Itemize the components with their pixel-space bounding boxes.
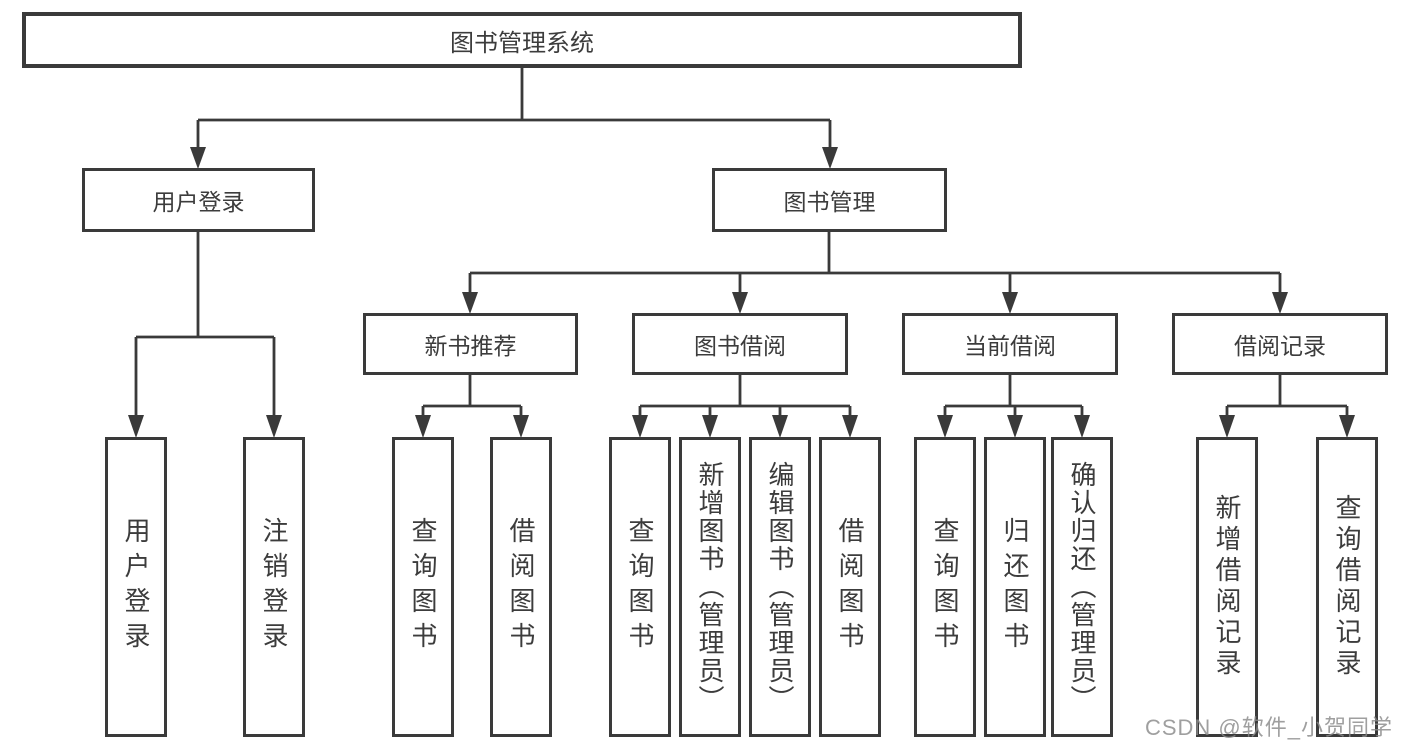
leaf-return-book: 归还图书 <box>984 437 1046 737</box>
node-book-borrowing: 图书借阅 <box>632 313 848 375</box>
leaf-borrow-books: 借阅图书 <box>819 437 881 737</box>
leaf-label: 确认归还（管理员） <box>1067 461 1097 713</box>
leaf-logout: 注销登录 <box>243 437 305 737</box>
node-borrowing-records: 借阅记录 <box>1172 313 1388 375</box>
leaf-label: 新增借阅记录 <box>1212 494 1242 680</box>
node-current-borrowing: 当前借阅 <box>902 313 1118 375</box>
leaf-label: 归还图书 <box>1000 517 1030 657</box>
leaf-query-books-borrow: 查询图书 <box>609 437 671 737</box>
leaf-label: 查询图书 <box>625 517 655 657</box>
leaf-label: 借阅图书 <box>506 517 536 657</box>
leaf-label: 借阅图书 <box>835 517 865 657</box>
leaf-label: 查询借阅记录 <box>1332 494 1362 680</box>
watermark: CSDN @软件_小贺同学 <box>1144 715 1393 740</box>
leaf-query-books-recommend: 查询图书 <box>392 437 454 737</box>
arrowheads <box>128 147 1355 438</box>
node-user-login: 用户登录 <box>82 168 315 232</box>
node-book-management: 图书管理 <box>712 168 947 232</box>
leaf-label: 新增图书（管理员） <box>695 461 725 713</box>
leaf-label: 查询图书 <box>930 517 960 657</box>
leaf-query-books-current: 查询图书 <box>914 437 976 737</box>
node-library-management-system: 图书管理系统 <box>22 12 1022 68</box>
leaf-edit-book-admin: 编辑图书（管理员） <box>749 437 811 737</box>
leaf-label: 注销登录 <box>259 517 289 657</box>
node-new-book-recommendation: 新书推荐 <box>363 313 578 375</box>
leaf-user-login: 用户登录 <box>105 437 167 737</box>
leaf-label: 用户登录 <box>121 517 151 657</box>
leaf-borrow-books-recommend: 借阅图书 <box>490 437 552 737</box>
leaf-confirm-return-admin: 确认归还（管理员） <box>1051 437 1113 737</box>
leaf-add-borrow-record: 新增借阅记录 <box>1196 437 1258 737</box>
leaf-label: 编辑图书（管理员） <box>765 461 795 713</box>
leaf-label: 查询图书 <box>408 517 438 657</box>
leaf-query-borrow-record: 查询借阅记录 <box>1316 437 1378 737</box>
leaf-add-book-admin: 新增图书（管理员） <box>679 437 741 737</box>
